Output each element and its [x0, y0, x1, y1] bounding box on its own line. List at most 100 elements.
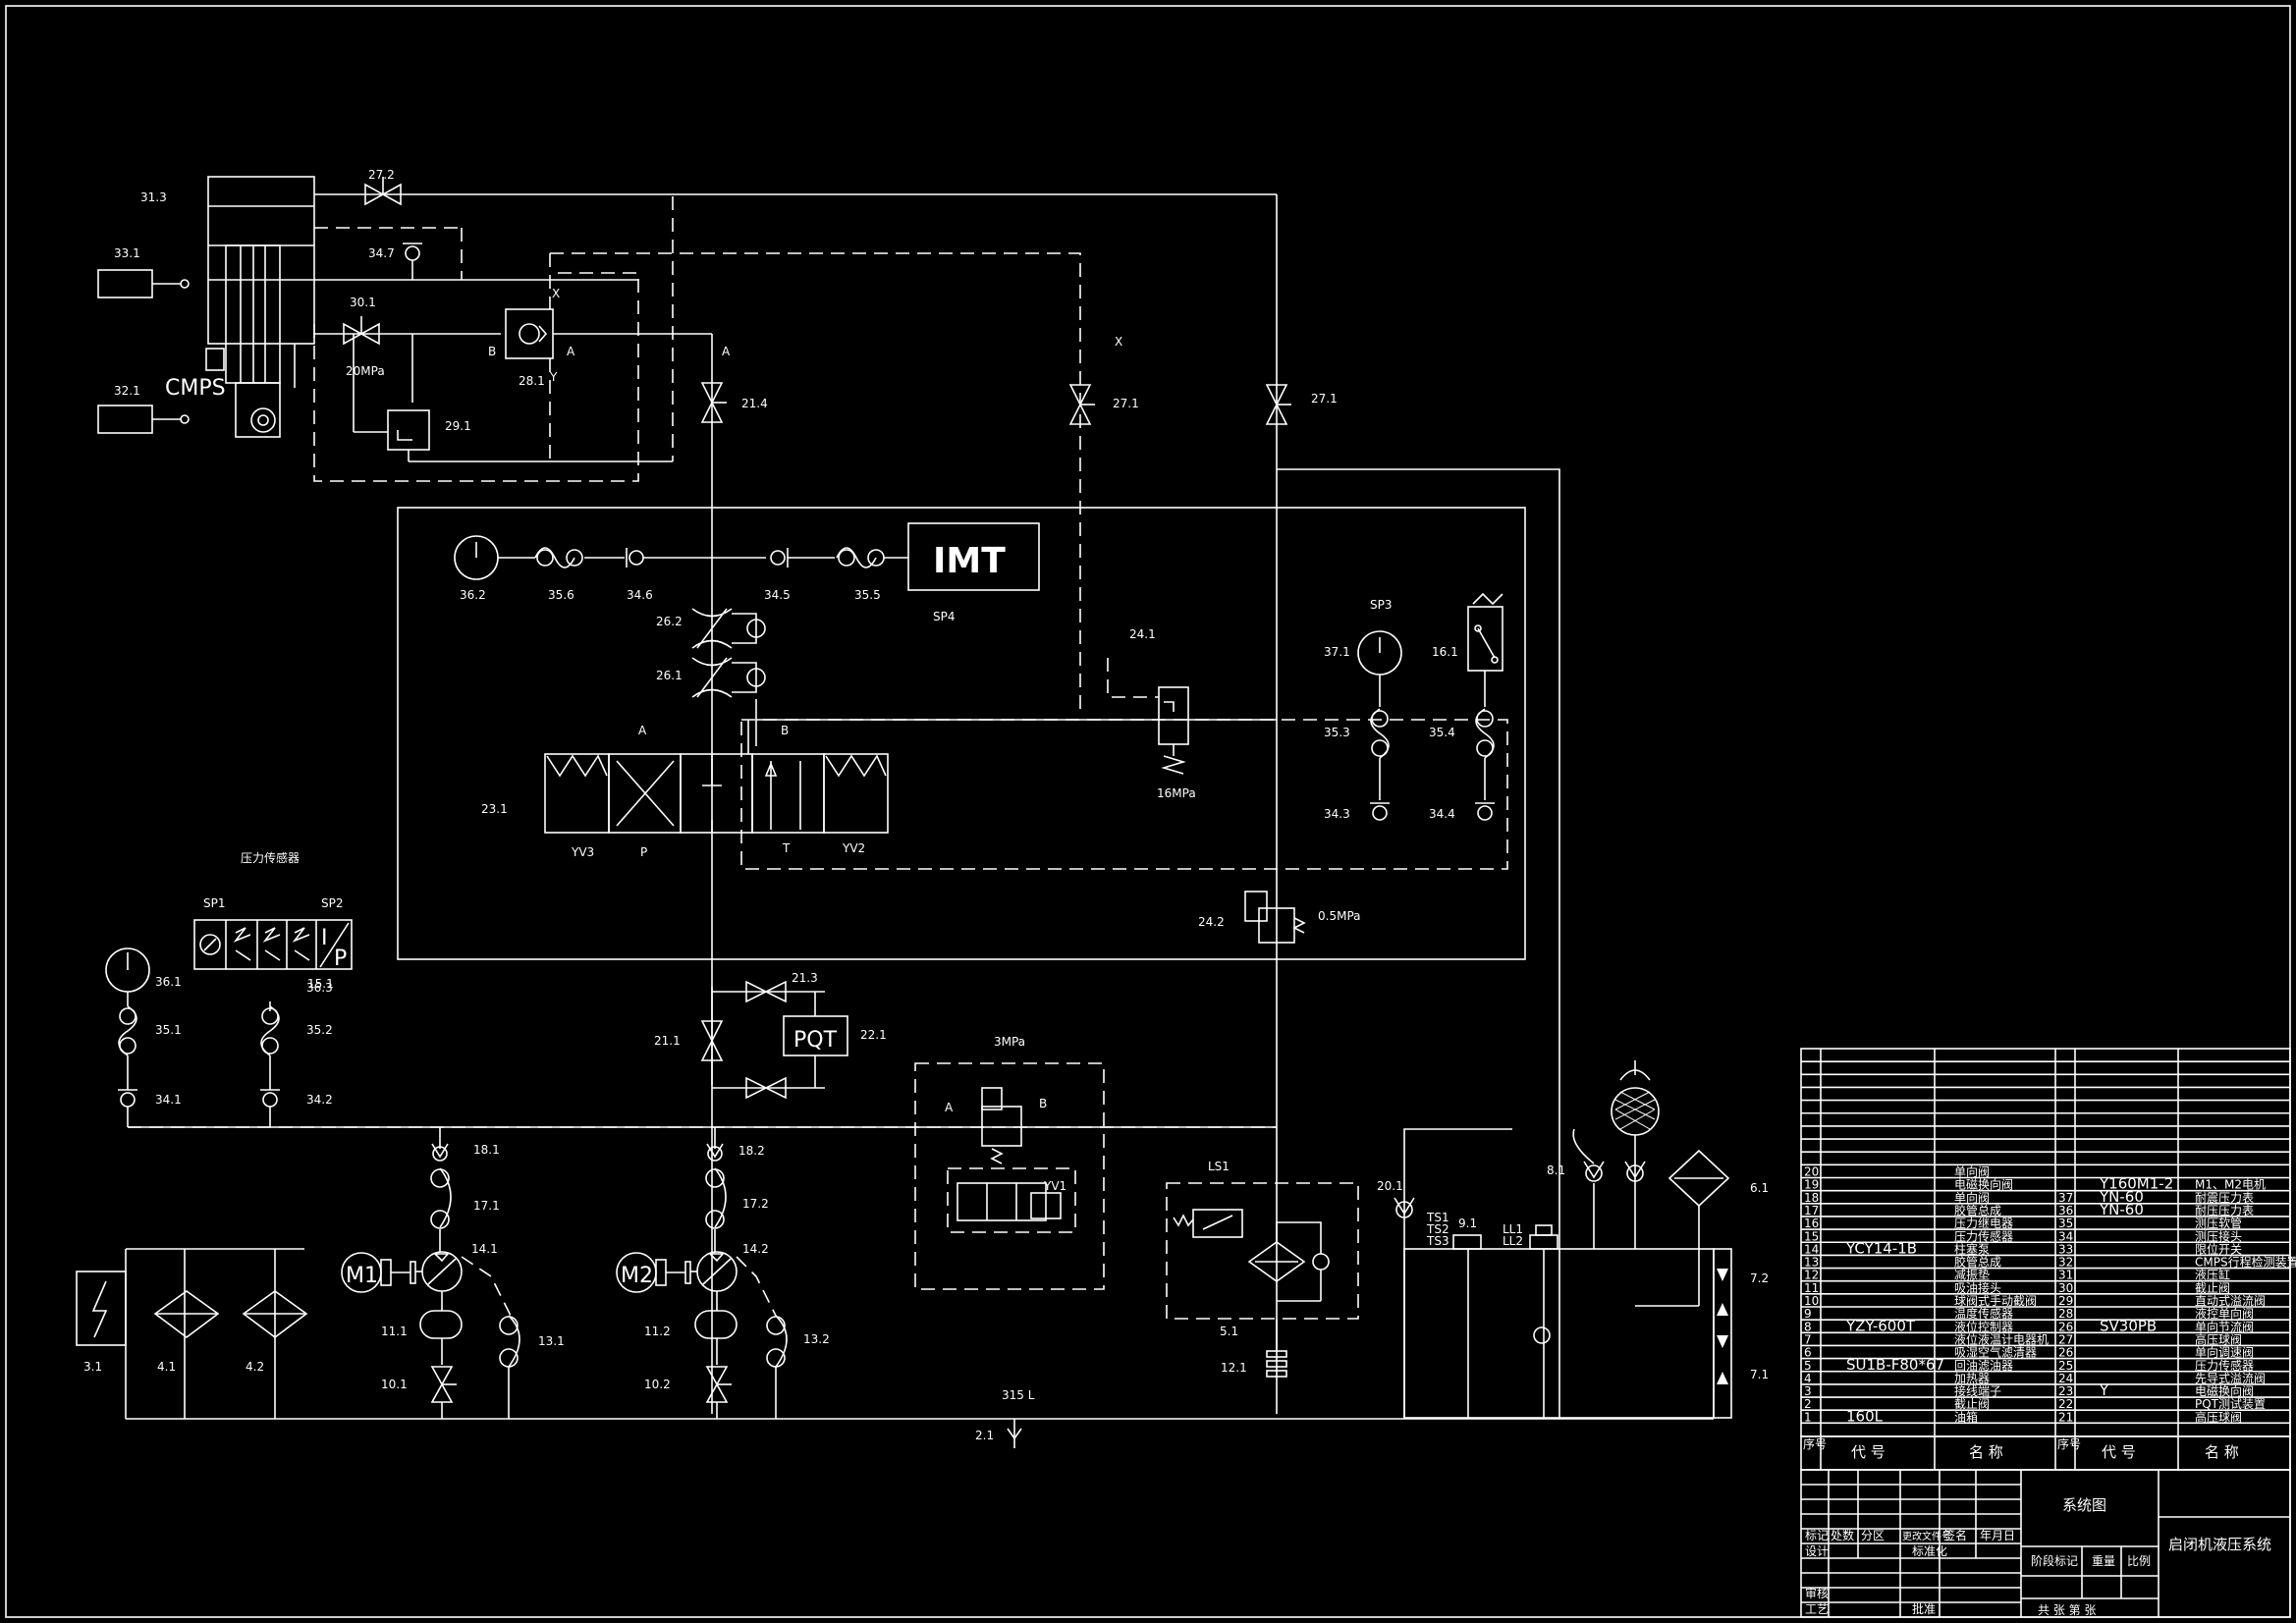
ball-valve-27-2 — [364, 177, 402, 206]
label-26-1: 26.1 — [656, 669, 683, 682]
label-27-2: 27.2 — [368, 168, 395, 182]
part-name-right: 先导式溢流阀 — [2195, 1372, 2266, 1385]
label-36-2: 36.2 — [460, 588, 486, 602]
check-valve-8-1 — [1583, 1161, 1605, 1182]
label-4-2: 4.2 — [246, 1360, 264, 1374]
label-A4: A — [945, 1101, 954, 1114]
label-sp1: SP1 — [203, 896, 226, 910]
tb-std: 标准化 — [1912, 1544, 1947, 1558]
label-31-3: 31.3 — [140, 190, 167, 204]
label-2-1: 2.1 — [975, 1429, 994, 1442]
part-no-right: 35 — [2058, 1217, 2073, 1230]
relief-pilot-24-2 — [1244, 891, 1268, 922]
ball-valve-21-3 — [745, 980, 787, 1003]
part-code-left: YCY14-1B — [1845, 1239, 1917, 1257]
tb-zone: 分区 — [1861, 1529, 1885, 1542]
th-no-left: 序号 — [1803, 1436, 1827, 1451]
check-valve-18-2 — [706, 1143, 724, 1162]
part-no-left: 5 — [1804, 1359, 1812, 1373]
tb-doc: 更改文件号 — [1902, 1530, 1951, 1542]
label-11-2: 11.2 — [644, 1325, 671, 1338]
part-name-left: 吸油接头 — [1954, 1280, 2001, 1295]
return-filter-block — [1166, 1182, 1359, 1320]
part-no-right: 21 — [2058, 1410, 2073, 1424]
check-valve-6b — [1624, 1161, 1646, 1182]
relief-valve-29-1 — [387, 409, 430, 451]
tb-date: 年月日 — [1980, 1529, 2015, 1542]
label-34-2: 34.2 — [306, 1093, 333, 1107]
part-name-right: 液控单向阀 — [2195, 1306, 2254, 1321]
hose-17-1 — [430, 1167, 452, 1229]
part-no-right: 37 — [2058, 1191, 2073, 1205]
tb-design: 设计 — [1805, 1544, 1829, 1558]
label-ts3: TS3 — [1426, 1234, 1449, 1248]
part-no-left: 9 — [1804, 1307, 1812, 1321]
hose-13-2 — [766, 1315, 788, 1368]
label-35-2: 35.2 — [306, 1023, 333, 1037]
label-10-2: 10.2 — [644, 1378, 671, 1391]
tb-review: 审核 — [1805, 1586, 1829, 1600]
temp-sensor-9-1 — [1452, 1234, 1482, 1250]
label-36-3: 36.3 — [306, 981, 333, 995]
label-7-2: 7.2 — [1750, 1271, 1769, 1285]
test-point-34-5 — [770, 548, 789, 568]
solenoid-block-19 — [914, 1062, 1105, 1290]
label-X2: X — [1115, 335, 1122, 349]
test-point-34-1 — [118, 1089, 137, 1108]
part-no-left: 17 — [1804, 1204, 1819, 1217]
part-no-left: 4 — [1804, 1372, 1812, 1385]
label-10-1: 10.1 — [381, 1378, 408, 1391]
label-yv1: YV1 — [1043, 1179, 1066, 1193]
project-name: 启闭机液压系统 — [2168, 1536, 2271, 1553]
test-point-34-6 — [626, 548, 644, 568]
part-name-right: 电磁换向阀 — [2195, 1383, 2254, 1398]
part-name-left: 吸湿空气滤清器 — [1954, 1345, 2037, 1360]
label-29-1: 29.1 — [445, 419, 471, 433]
drawing-frame — [5, 5, 2291, 1618]
test-hose-35-5 — [836, 547, 885, 568]
level-switch-ls1 — [1192, 1209, 1243, 1238]
tb-total: 共 张 第 张 — [2038, 1603, 2096, 1617]
part-name-right: 测压软管 — [2195, 1216, 2242, 1230]
part-no-right: 27 — [2058, 1332, 2073, 1346]
part-no-left: 13 — [1804, 1256, 1819, 1270]
directional-valve-23-1 — [544, 753, 889, 834]
part-no-right: 22 — [2058, 1397, 2073, 1411]
part-no-left: 14 — [1804, 1242, 1819, 1256]
label-T: T — [782, 841, 791, 855]
tb-craft: 工艺 — [1805, 1602, 1829, 1616]
label-imt: IMT — [933, 541, 1006, 581]
label-35-6: 35.6 — [548, 588, 574, 602]
label-9-1: 9.1 — [1458, 1217, 1477, 1230]
tb-approve: 批准 — [1912, 1601, 1936, 1616]
ball-valve-21-1b — [745, 1076, 787, 1100]
part-no-right: 28 — [2058, 1307, 2073, 1321]
part-no-left: 20 — [1804, 1165, 1819, 1179]
part-name-right: CMPS行程检测装置 — [2195, 1255, 2296, 1270]
part-no-left: 1 — [1804, 1410, 1812, 1424]
label-X1: X — [552, 287, 560, 300]
part-name-right: PQT测试装置 — [2195, 1396, 2266, 1411]
imt-box — [907, 522, 1040, 591]
part-no-right: 32 — [2058, 1256, 2073, 1270]
part-name-left: 柱塞泵 — [1954, 1241, 1990, 1256]
label-16-1: 16.1 — [1432, 645, 1458, 659]
part-no-left: 18 — [1804, 1191, 1819, 1205]
th-name-left: 名 称 — [1969, 1443, 2003, 1461]
label-17-1: 17.1 — [473, 1199, 500, 1213]
part-no-left: 3 — [1804, 1384, 1812, 1398]
label-11-1: 11.1 — [381, 1325, 408, 1338]
part-name-left: 压力继电器 — [1954, 1217, 2013, 1230]
part-name-right: 耐压压力表 — [2195, 1204, 2254, 1217]
part-code-right: SV30PB — [2100, 1317, 2157, 1334]
label-35-4: 35.4 — [1429, 726, 1455, 739]
ball-valve-21-1 — [700, 1020, 724, 1061]
part-name-right: 直动式溢流阀 — [2195, 1294, 2266, 1308]
part-no-right: 33 — [2058, 1242, 2073, 1256]
part-name-right: 限位开关 — [2195, 1241, 2242, 1256]
label-0-5mpa: 0.5MPa — [1318, 909, 1361, 923]
part-no-left: 2 — [1804, 1397, 1812, 1411]
part-code-left: YZY-600T — [1845, 1317, 1916, 1334]
relief-valve-24-1 — [1158, 686, 1189, 745]
